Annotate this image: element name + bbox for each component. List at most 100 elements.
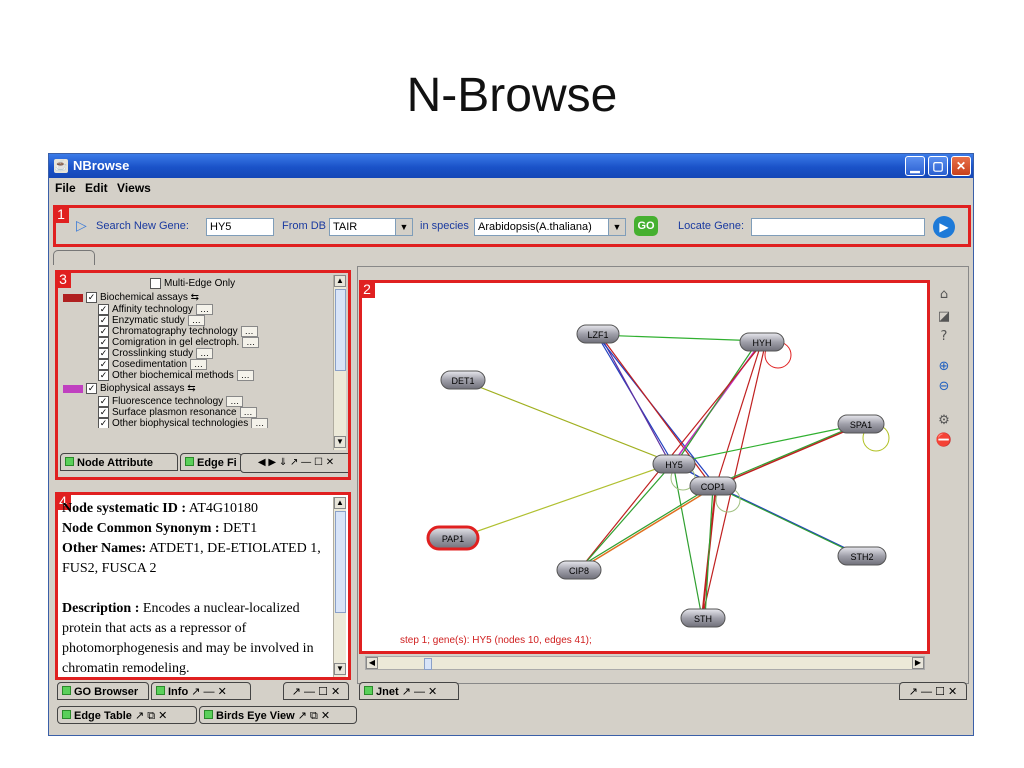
scroll-left-icon[interactable]: ◀ bbox=[366, 657, 378, 669]
graph-edge[interactable] bbox=[704, 485, 714, 619]
tab-controls[interactable]: ↗ — ✕ bbox=[191, 686, 227, 698]
graph-edge[interactable] bbox=[672, 423, 863, 464]
search-gene-input[interactable]: HY5 bbox=[206, 218, 274, 236]
graph-node-sth[interactable]: STH bbox=[680, 608, 726, 628]
multi-edge-checkbox[interactable]: Multi-Edge Only bbox=[150, 278, 235, 289]
tree-item[interactable]: ✓Cosedimentation… bbox=[98, 359, 208, 371]
menu-file[interactable]: File bbox=[55, 181, 76, 195]
menu-edit[interactable]: Edit bbox=[85, 181, 108, 195]
minimize-button[interactable]: ▁ bbox=[905, 156, 925, 176]
go-button[interactable]: GO bbox=[634, 216, 658, 236]
graph-edge[interactable] bbox=[463, 380, 674, 464]
graph-edge[interactable] bbox=[675, 340, 759, 464]
tree-item[interactable]: ✓Fluorescence technology… bbox=[98, 396, 244, 408]
tab-info[interactable]: Info ↗ — ✕ bbox=[151, 682, 251, 700]
group-biochemical[interactable]: ✓Biochemical assays ⇆ bbox=[63, 292, 199, 303]
graph-node-hyh[interactable]: HYH bbox=[739, 332, 785, 352]
scroll-right-icon[interactable]: ▶ bbox=[912, 657, 924, 669]
graph-edge[interactable] bbox=[715, 485, 863, 557]
species-select[interactable]: Arabidopsis(A.thaliana) ▼ bbox=[474, 218, 626, 236]
locate-go-button[interactable]: ▶ bbox=[933, 216, 955, 238]
more-button[interactable]: … bbox=[251, 418, 269, 428]
tab-edge-filter[interactable]: Edge Fi bbox=[180, 453, 242, 471]
graph-node-cip8[interactable]: CIP8 bbox=[556, 560, 602, 580]
database-select[interactable]: TAIR ▼ bbox=[329, 218, 413, 236]
scroll-down-icon[interactable]: ▼ bbox=[334, 663, 346, 675]
graph-edge[interactable] bbox=[579, 462, 674, 570]
graph-edge[interactable] bbox=[713, 485, 861, 557]
graph-edge[interactable] bbox=[715, 423, 863, 487]
zoom-out-icon[interactable]: ⊖ bbox=[938, 379, 950, 394]
panel-controls[interactable]: ↗ — ☐ ✕ bbox=[283, 682, 349, 700]
more-button[interactable]: … bbox=[196, 348, 214, 360]
graph-edge[interactable] bbox=[701, 340, 767, 619]
more-button[interactable]: … bbox=[239, 407, 257, 419]
maximize-button[interactable]: ▢ bbox=[928, 156, 948, 176]
more-button[interactable]: … bbox=[240, 326, 258, 338]
graph-node-sth2[interactable]: STH2 bbox=[837, 546, 887, 566]
info-scrollbar[interactable]: ▲ ▼ bbox=[333, 497, 346, 677]
graph-edge[interactable] bbox=[579, 485, 717, 570]
tab-controls[interactable]: ↗ — ✕ bbox=[401, 686, 438, 698]
menu-views[interactable]: Views bbox=[117, 181, 151, 195]
more-button[interactable]: … bbox=[190, 359, 208, 371]
graph-node-pap1[interactable]: PAP1 bbox=[426, 525, 480, 551]
graph-node-hy5[interactable]: HY5 bbox=[652, 454, 696, 474]
graph-node-cop1[interactable]: COP1 bbox=[689, 476, 737, 496]
network-graph-panel[interactable]: 2 bbox=[359, 280, 930, 654]
scroll-down-icon[interactable]: ▼ bbox=[334, 436, 346, 448]
network-graph[interactable]: LZF1 HYH DET1 SPA1 HY5 COP1 PAP1 CIP8 ST… bbox=[362, 283, 927, 651]
tree-item[interactable]: ✓Other biochemical methods… bbox=[98, 370, 254, 382]
more-button[interactable]: … bbox=[242, 337, 260, 349]
scroll-up-icon[interactable]: ▲ bbox=[334, 497, 346, 509]
layout-icon[interactable]: ⚙ bbox=[938, 413, 950, 428]
home-icon[interactable]: ⌂ bbox=[939, 287, 949, 302]
graph-edge[interactable] bbox=[599, 334, 671, 464]
graph-edge[interactable] bbox=[711, 423, 860, 487]
tab-edge-table[interactable]: Edge Table ↗ ⧉ ✕ bbox=[57, 706, 197, 724]
close-button[interactable]: ✕ bbox=[951, 156, 971, 176]
tree-item[interactable]: ✓Surface plasmon resonance… bbox=[98, 407, 257, 419]
graph-node-det1[interactable]: DET1 bbox=[440, 370, 486, 390]
checkbox-icon bbox=[150, 278, 161, 289]
stop-icon[interactable]: ⛔ bbox=[935, 433, 953, 448]
tree-item[interactable]: ✓Other biophysical technologies… bbox=[98, 418, 269, 428]
tab-controls[interactable]: ↗ ⧉ ✕ bbox=[297, 710, 331, 722]
panel-controls[interactable]: ◀ ▶ ⇓ ↗ — ☐ ✕ bbox=[240, 453, 348, 473]
help-icon[interactable]: ? bbox=[940, 329, 948, 344]
tree-item[interactable]: ✓Chromatography technology… bbox=[98, 326, 258, 338]
tree-scrollbar[interactable]: ▲ ▼ bbox=[333, 275, 346, 450]
graph-hscrollbar[interactable]: ◀ ▶ bbox=[365, 656, 925, 670]
scroll-thumb[interactable] bbox=[335, 511, 346, 613]
graph-edge[interactable] bbox=[596, 334, 763, 342]
fit-view-icon[interactable]: ◪ bbox=[937, 309, 951, 324]
tree-item[interactable]: ✓Crosslinking study… bbox=[98, 348, 214, 360]
tab-jnet[interactable]: Jnet ↗ — ✕ bbox=[359, 682, 459, 700]
more-button[interactable]: … bbox=[236, 370, 254, 382]
locate-gene-input[interactable] bbox=[751, 218, 925, 236]
group-biophysical[interactable]: ✓Biophysical assays ⇆ bbox=[63, 383, 196, 394]
scroll-thumb[interactable] bbox=[335, 289, 346, 371]
more-button[interactable]: … bbox=[195, 304, 213, 316]
panel-controls[interactable]: ↗ — ☐ ✕ bbox=[899, 682, 967, 700]
tree-item[interactable]: ✓Enzymatic study… bbox=[98, 315, 205, 327]
graph-edge[interactable] bbox=[575, 485, 713, 570]
zoom-in-icon[interactable]: ⊕ bbox=[938, 359, 950, 374]
tab-birds-eye-view[interactable]: Birds Eye View ↗ ⧉ ✕ bbox=[199, 706, 357, 724]
graph-edge[interactable] bbox=[715, 340, 763, 487]
more-button[interactable]: … bbox=[187, 315, 205, 327]
scroll-thumb[interactable] bbox=[424, 658, 432, 670]
tab-node-attribute[interactable]: Node Attribute bbox=[60, 453, 178, 471]
window-titlebar[interactable]: ☕ NBrowse ▁ ▢ ✕ bbox=[49, 154, 973, 178]
play-icon[interactable]: ▷ bbox=[76, 217, 87, 233]
toolbar-tab-handle[interactable] bbox=[53, 250, 95, 265]
scroll-up-icon[interactable]: ▲ bbox=[334, 275, 346, 287]
graph-node-lzf1[interactable]: LZF1 bbox=[576, 324, 620, 344]
tab-controls[interactable]: ↗ ⧉ ✕ bbox=[134, 710, 168, 722]
graph-node-spa1[interactable]: SPA1 bbox=[837, 414, 885, 434]
graph-edge[interactable] bbox=[454, 462, 674, 540]
tree-item[interactable]: ✓Comigration in gel electroph.… bbox=[98, 337, 260, 349]
tree-item[interactable]: ✓Affinity technology… bbox=[98, 304, 213, 316]
more-button[interactable]: … bbox=[226, 396, 244, 408]
tab-go-browser[interactable]: GO Browser bbox=[57, 682, 149, 700]
